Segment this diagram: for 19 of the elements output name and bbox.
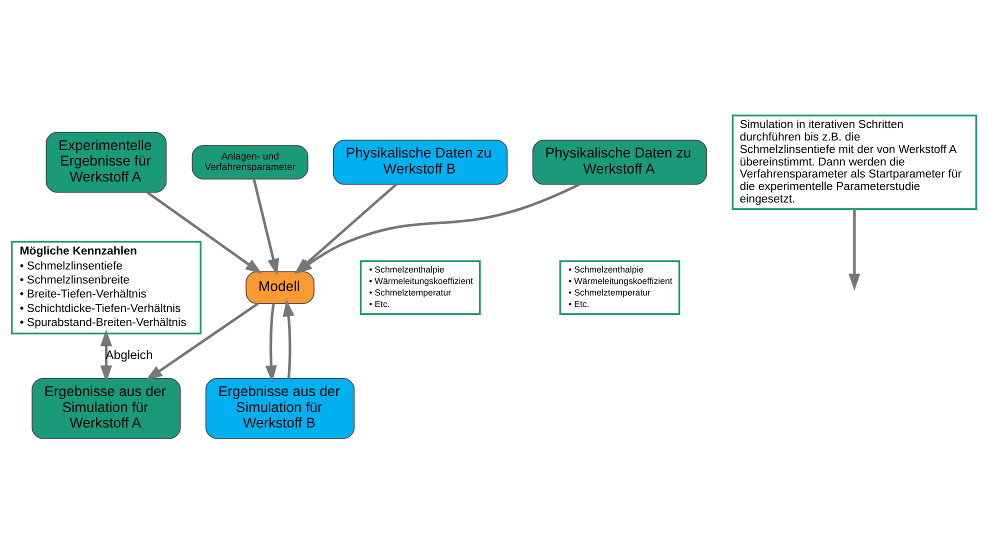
arrow	[252, 178, 280, 276]
edge-label: Abgleich	[105, 348, 153, 362]
node-box: Modell	[246, 271, 314, 304]
node-box: • Schmelzenthalpie • Wärmeleitungskoeffizient • Schmelztemperatur • Etc.	[360, 260, 481, 315]
node-box: Mögliche Kennzahlen • Schmelzlinsentiefe • Schmelzlinsenbreite • Breite-Tiefen-Verhältnis • Schichtdicke-Tiefen-Verhältnis • Spurabstand-Breiten-Verhältnis	[10, 240, 202, 334]
arrow	[848, 209, 860, 291]
node-box: Ergebnisse aus der Simulation für Werkstoff A	[32, 378, 181, 439]
node-box: Physikalische Daten zu Werkstoff B	[332, 140, 508, 185]
node-box: Simulation in iterativen Schritten durchführen bis z.B. die Schmelzlinsentiefe mit der von Werkstoff A übereinstimmt. Dann werden die Verfahrensparameter als Startparameter für die experimentelle Parameterstudie eingesetzt.	[732, 114, 978, 210]
node-box: • Schmelzenthalpie • Wärmeleitungskoeffizient • Schmelztemperatur • Etc.	[559, 260, 680, 315]
node-box: Anlagen- und Verfahrensparameter	[192, 145, 308, 180]
arrow	[282, 300, 294, 378]
node-box: Experimentelle Ergebnisse für Werkstoff A	[46, 132, 167, 193]
node-box: Ergebnisse aus der Simulation für Werkstoff B	[205, 378, 355, 439]
node-box: Physikalische Daten zu Werkstoff A	[532, 140, 708, 185]
arrow	[146, 191, 262, 274]
arrow	[100, 330, 112, 382]
arrow	[146, 302, 259, 381]
arrow	[265, 303, 277, 382]
